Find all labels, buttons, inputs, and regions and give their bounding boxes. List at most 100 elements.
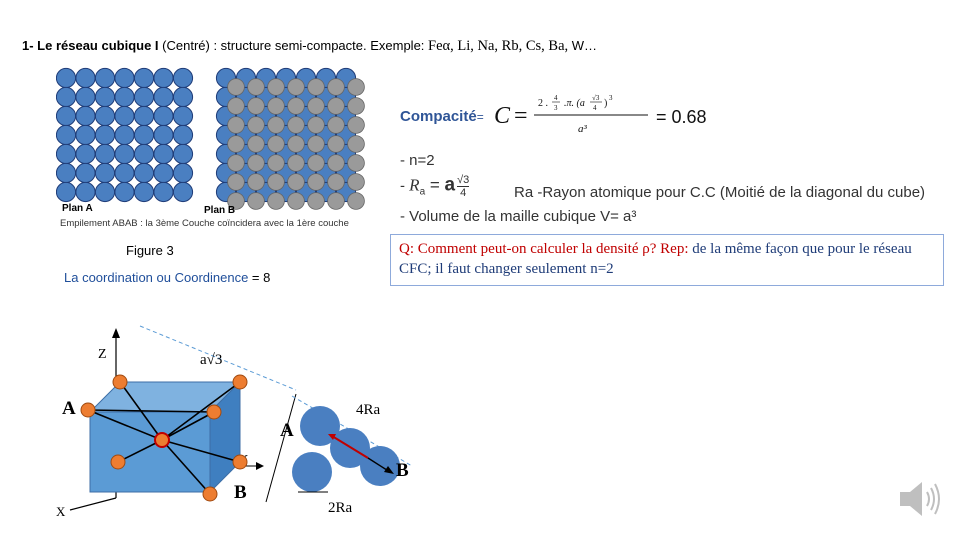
plan-b-top-atom	[327, 78, 345, 96]
corner-atom	[110, 454, 126, 470]
plan-b-top-atom	[347, 97, 365, 115]
plan-a-atom	[75, 162, 96, 184]
plan-a-atom	[153, 162, 174, 184]
plan-a-atom	[172, 143, 194, 165]
plan-a-atom	[114, 162, 135, 184]
plan-b-top-atom	[247, 154, 265, 172]
compacity-eq: =	[476, 110, 484, 124]
plan-b-top-atom	[247, 97, 265, 115]
title-heading: 1- Le réseau cubique I	[22, 38, 159, 53]
plan-a-atom	[172, 86, 194, 108]
plan-b-top-atom	[267, 173, 285, 191]
plan-b-top-atom	[247, 135, 265, 153]
plan-a-atom	[133, 181, 155, 203]
spheres-diagonal-figure: 4Ra A B 2Ra	[280, 395, 413, 516]
plan-a-atom	[75, 67, 96, 89]
plan-b-top-atom	[247, 116, 265, 134]
svg-text:C: C	[494, 103, 511, 129]
plan-b-label: Plan B	[204, 205, 235, 216]
plan-b-top-atom	[287, 116, 305, 134]
question-text: Comment peut-on calculer la densité ρ?	[414, 241, 661, 257]
plan-b-top-atom	[327, 173, 345, 191]
plan-b-grid	[215, 67, 365, 210]
x-label: X	[56, 504, 66, 519]
plan-b-top-atom	[287, 154, 305, 172]
plan-b-top-atom	[267, 78, 285, 96]
plan-a-atom	[94, 124, 116, 146]
coordination-line: La coordination ou Coordinence = 8	[64, 270, 270, 285]
cube-a-label: A	[62, 398, 76, 419]
corner-atom	[232, 454, 248, 470]
plan-b-top-atom	[347, 116, 365, 134]
corner-atom	[206, 404, 222, 420]
compacity-label: Compacité=	[400, 108, 484, 125]
svg-text:.π. (a: .π. (a	[564, 98, 585, 109]
slide-title: 1- Le réseau cubique I (Centré) : struct…	[22, 38, 597, 55]
svg-text:): )	[604, 98, 607, 109]
plan-a-atom	[94, 86, 116, 108]
plan-b-top-atom	[227, 78, 245, 96]
speaker-icon[interactable]	[896, 476, 942, 522]
plan-a-atom	[133, 124, 155, 146]
corner-atom	[80, 402, 96, 418]
plan-b-top-atom	[307, 116, 325, 134]
plan-b-top-atom	[227, 116, 245, 134]
plan-a-atom	[172, 105, 194, 127]
plan-b-top-atom	[307, 192, 325, 210]
diagonal-label: a√3	[200, 352, 222, 368]
plan-b-top-atom	[227, 192, 245, 210]
sphere-b-label: B	[396, 460, 409, 481]
plan-b-top-atom	[267, 135, 285, 153]
plan-a-atom	[114, 67, 135, 89]
answer-label: Rep:	[660, 241, 689, 257]
plan-a-atom	[94, 162, 116, 184]
sphere-4ra-label: 4Ra	[356, 402, 381, 418]
plan-b-top-atom	[227, 173, 245, 191]
cube-b-label: B	[234, 482, 247, 503]
volume-line: - Volume de la maille cubique V= a³	[400, 208, 637, 225]
plan-a-atom	[114, 181, 135, 203]
plan-a-atom	[153, 86, 174, 108]
title-elements: Feα, Li, Na, Rb, Cs, Ba,	[428, 38, 569, 54]
coord-value: = 8	[248, 270, 271, 285]
plan-b-top-atom	[327, 192, 345, 210]
svg-text:4: 4	[554, 94, 558, 102]
title-text: (Centré) : structure semi-compacte. Exem…	[158, 38, 429, 53]
svg-text:2 .: 2 .	[538, 98, 548, 109]
plan-a-atom	[133, 105, 155, 127]
plan-b-top-atom	[227, 154, 245, 172]
plan-b-top-atom	[267, 97, 285, 115]
plan-a-atom	[153, 67, 174, 89]
plan-b-top-atom	[307, 173, 325, 191]
answer-text: de la même façon que pour le réseau CFC;…	[399, 241, 912, 277]
plan-a-atom	[75, 86, 96, 108]
plan-b-top-atom	[307, 135, 325, 153]
compacity-formula-block: Compacité= C = 2 . 4 3 .π. (a √3 4 ) 3 a…	[396, 90, 952, 230]
plan-a-atom	[172, 124, 194, 146]
ra-description: Ra -Rayon atomique pour C.C (Moitié de l…	[514, 184, 926, 201]
plan-a-atom	[56, 143, 77, 165]
z-label: Z	[98, 347, 107, 362]
plan-a-atom	[153, 105, 174, 127]
plan-b-top-atom	[307, 78, 325, 96]
coord-prefix: La coordination ou	[64, 270, 175, 285]
plan-a-atom	[153, 181, 174, 203]
plan-b-top-atom	[247, 173, 265, 191]
sphere-a-label: A	[280, 420, 294, 441]
sphere-2ra-label: 2Ra	[328, 500, 353, 516]
plan-b-top-atom	[287, 135, 305, 153]
title-end: W…	[568, 38, 598, 53]
plan-a-atom	[172, 181, 194, 203]
plan-a-atom	[133, 162, 155, 184]
plan-b-top-atom	[347, 192, 365, 210]
compacity-word: Compacité	[400, 108, 477, 125]
n-line: - n=2	[400, 152, 435, 169]
corner-atom	[202, 486, 218, 502]
plan-a-atom	[133, 143, 155, 165]
plan-a-grid	[56, 67, 202, 203]
plan-b-top-atom	[287, 78, 305, 96]
plan-a-atom	[94, 143, 116, 165]
svg-text:√3: √3	[592, 94, 600, 102]
plan-a-atom	[56, 67, 77, 89]
